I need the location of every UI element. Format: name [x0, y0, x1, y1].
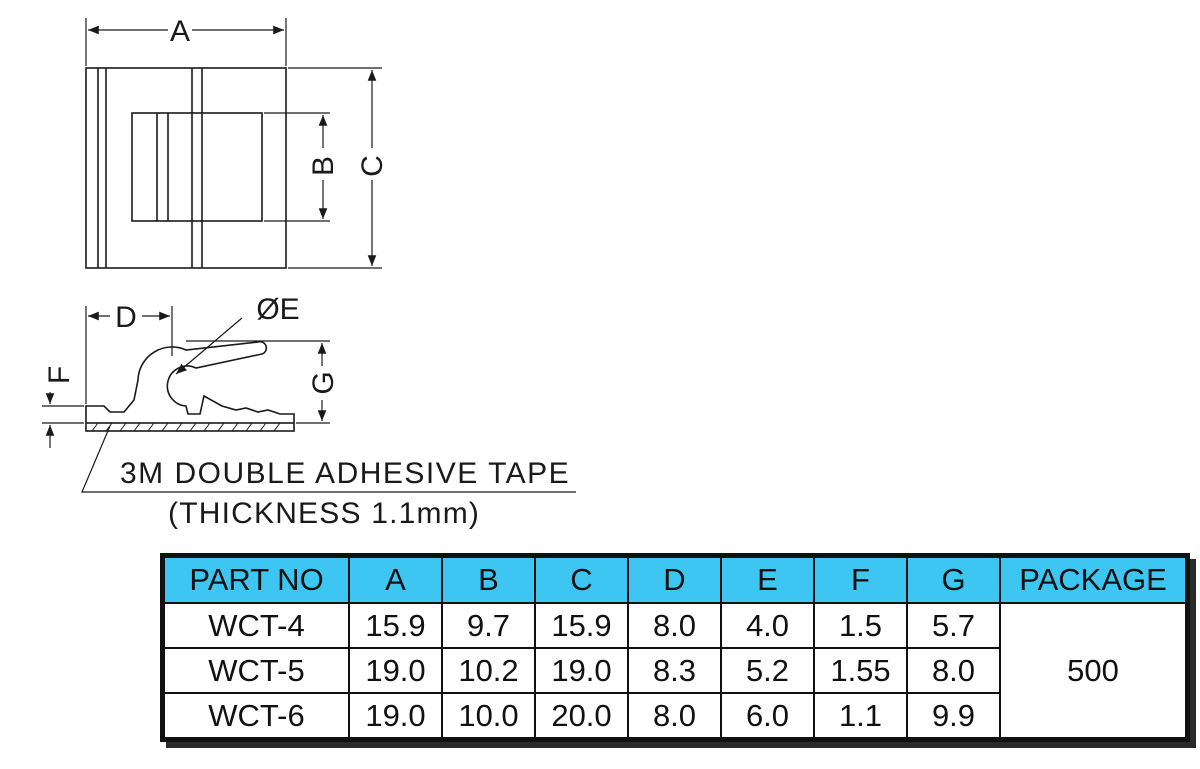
header-part-no: PART NO	[161, 554, 350, 604]
tape-leader	[81, 425, 576, 493]
dim-b-label: B	[307, 156, 340, 176]
header-g: G	[906, 554, 1001, 604]
table-header-row: PART NO A B C D E F G PACKAGE	[161, 554, 1189, 604]
dim-e-leader	[175, 317, 243, 375]
header-e: E	[720, 554, 815, 604]
spec-table: PART NO A B C D E F G PACKAGE WCT-4 15.9…	[160, 553, 1190, 742]
cell-b: 10.2	[441, 647, 536, 694]
dim-d-label: D	[115, 301, 137, 334]
top-view	[85, 18, 382, 269]
technical-drawing: A B C D Ø	[42, 14, 576, 530]
cell-a: 15.9	[348, 602, 443, 649]
cell-package: 500	[999, 602, 1189, 741]
cell-c: 20.0	[534, 692, 629, 741]
cell-e: 5.2	[720, 647, 815, 694]
cell-d: 8.0	[627, 602, 722, 649]
cell-d: 8.0	[627, 692, 722, 741]
table-row: WCT-4 15.9 9.7 15.9 8.0 4.0 1.5 5.7 500	[161, 602, 1189, 741]
clip-window	[131, 112, 263, 222]
top-view-outline	[85, 67, 287, 269]
cell-b: 9.7	[441, 602, 536, 649]
table-row: WCT-5 19.0 10.2 19.0 8.3 5.2 1.55 8.0	[161, 647, 1188, 694]
clip-profile	[85, 340, 295, 423]
cell-f: 1.5	[813, 602, 908, 649]
tape-note-line1: 3M DOUBLE ADHESIVE TAPE	[120, 457, 570, 490]
cell-a: 19.0	[348, 692, 443, 741]
cell-f: 1.55	[813, 647, 908, 694]
header-d: D	[627, 554, 722, 604]
cell-e: 6.0	[720, 692, 815, 741]
cell-part: WCT-6	[161, 692, 350, 741]
cell-part: WCT-4	[161, 602, 350, 649]
header-c: C	[534, 554, 629, 604]
dim-f-label: F	[43, 366, 76, 384]
cell-c: 19.0	[534, 647, 629, 694]
dim-c-label: C	[356, 155, 389, 177]
cell-a: 19.0	[348, 647, 443, 694]
cell-g: 5.7	[906, 602, 1001, 649]
dim-e-label: ØE	[256, 293, 299, 326]
header-f: F	[813, 554, 908, 604]
tape-note-line2: (THICKNESS 1.1mm)	[168, 497, 480, 530]
header-a: A	[348, 554, 443, 604]
cell-g: 9.9	[906, 692, 1001, 741]
header-package: PACKAGE	[999, 554, 1189, 604]
cell-part: WCT-5	[161, 647, 350, 694]
table-row: WCT-6 19.0 10.0 20.0 8.0 6.0 1.1 9.9	[161, 692, 1188, 741]
cell-d: 8.3	[627, 647, 722, 694]
cell-c: 15.9	[534, 602, 629, 649]
header-b: B	[441, 554, 536, 604]
dim-g-label: G	[307, 371, 340, 394]
cell-f: 1.1	[813, 692, 908, 741]
cell-g: 8.0	[906, 647, 1001, 694]
dim-a-label: A	[170, 15, 190, 48]
cell-e: 4.0	[720, 602, 815, 649]
cell-b: 10.0	[441, 692, 536, 741]
